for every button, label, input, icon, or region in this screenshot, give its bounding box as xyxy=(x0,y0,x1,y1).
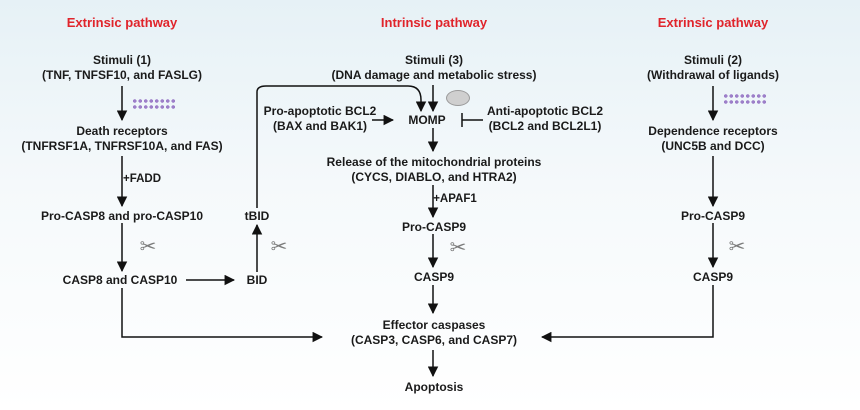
release-title: Release of the mitochondrial proteins xyxy=(326,155,542,169)
stimuli-1: Stimuli (1) (TNF, TNFSF10, and FASLG) xyxy=(42,53,202,83)
death-receptors: Death receptors (TNFRSF1A, TNFRSF10A, an… xyxy=(21,124,222,154)
stimuli-3-title: Stimuli (3) xyxy=(404,53,464,67)
arrow-right-casp9-to-effector xyxy=(540,285,714,343)
stimuli-3: Stimuli (3) (DNA damage and metabolic st… xyxy=(332,53,537,83)
stimuli-1-detail: (TNF, TNFSF10, and FASLG) xyxy=(41,68,203,82)
death-receptors-detail: (TNFRSF1A, TNFRSF10A, and FAS) xyxy=(21,139,223,153)
apoptosis: Apoptosis xyxy=(404,380,464,394)
scissors-icon: ✂ xyxy=(728,236,746,258)
header-extrinsic-left: Extrinsic pathway xyxy=(66,15,178,30)
dependence-receptors-detail: (UNC5B and DCC) xyxy=(661,139,765,153)
anti-apoptotic-bcl2-detail: (BCL2 and BCL2L1) xyxy=(488,119,602,133)
anti-apoptotic-bcl2: Anti-apoptotic BCL2 (BCL2 and BCL2L1) xyxy=(487,104,603,134)
release-mitochondrial-proteins: Release of the mitochondrial proteins (C… xyxy=(327,155,542,185)
stimuli-2: Stimuli (2) (Withdrawal of ligands) xyxy=(647,53,779,83)
header-intrinsic: Intrinsic pathway xyxy=(380,15,488,30)
scissors-icon: ✂ xyxy=(270,236,288,258)
tbid: tBID xyxy=(244,209,270,223)
casp9-intrinsic: CASP9 xyxy=(413,270,455,284)
dependence-receptors: Dependence receptors (UNC5B and DCC) xyxy=(648,124,777,154)
pro-casp9-intrinsic: Pro-CASP9 xyxy=(401,220,467,234)
effector-caspases-title: Effector caspases xyxy=(382,318,486,332)
dependence-receptors-title: Dependence receptors xyxy=(648,124,778,138)
bid: BID xyxy=(246,273,268,287)
death-receptors-title: Death receptors xyxy=(76,124,168,138)
membrane-receptor-icon xyxy=(723,93,767,105)
anti-apoptotic-bcl2-title: Anti-apoptotic BCL2 xyxy=(487,104,603,118)
scissors-icon: ✂ xyxy=(139,236,157,258)
momp: MOMP xyxy=(408,113,446,127)
casp9-dependence: CASP9 xyxy=(692,270,734,284)
pro-apoptotic-bcl2: Pro-apoptotic BCL2 (BAX and BAK1) xyxy=(264,104,377,134)
mitochondrion-icon xyxy=(446,90,470,106)
membrane-receptor-icon xyxy=(132,98,176,110)
pro-apoptotic-bcl2-detail: (BAX and BAK1) xyxy=(272,119,368,133)
adapter-fadd: +FADD xyxy=(122,173,162,185)
stimuli-1-title: Stimuli (1) xyxy=(92,53,152,67)
header-extrinsic-right: Extrinsic pathway xyxy=(657,15,769,30)
pro-casp8-and-pro-casp10: Pro-CASP8 and pro-CASP10 xyxy=(40,209,204,223)
arrow-tbid-to-momp xyxy=(256,85,427,208)
stimuli-3-detail: (DNA damage and metabolic stress) xyxy=(331,68,537,82)
pro-casp9-dependence: Pro-CASP9 xyxy=(680,209,746,223)
stimuli-2-title: Stimuli (2) xyxy=(683,53,743,67)
casp8-and-casp10: CASP8 and CASP10 xyxy=(62,273,178,287)
pro-apoptotic-bcl2-title: Pro-apoptotic BCL2 xyxy=(263,104,377,118)
effector-caspases: Effector caspases (CASP3, CASP6, and CAS… xyxy=(351,318,517,348)
adapter-apaf1: +APAF1 xyxy=(433,193,477,205)
arrow-casp8-to-effector xyxy=(121,288,324,343)
stimuli-2-detail: (Withdrawal of ligands) xyxy=(647,68,779,82)
release-detail: (CYCS, DIABLO, and HTRA2) xyxy=(351,170,517,184)
scissors-icon: ✂ xyxy=(449,237,467,259)
effector-caspases-detail: (CASP3, CASP6, and CASP7) xyxy=(350,333,518,347)
